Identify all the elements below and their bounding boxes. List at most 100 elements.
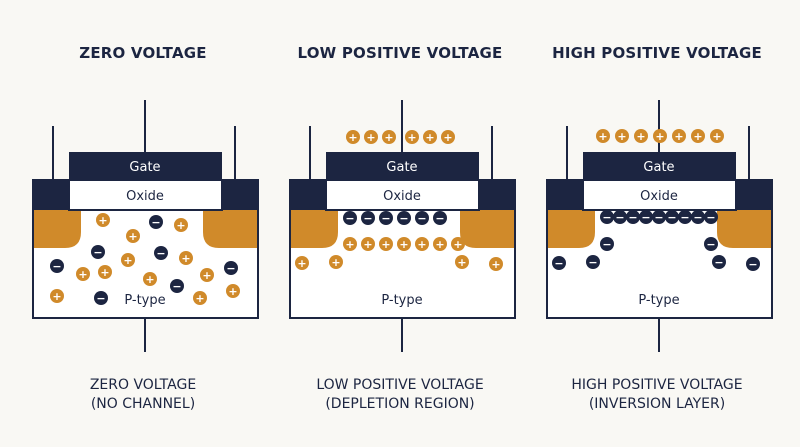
svg-text:−: − — [602, 211, 611, 224]
svg-text:+: + — [202, 269, 211, 282]
electron-charge: − — [552, 256, 566, 270]
caption-line-2: (DEPLETION REGION) — [325, 396, 475, 412]
gate — [583, 152, 736, 180]
svg-text:+: + — [195, 292, 204, 305]
drain-region — [460, 210, 514, 248]
substrate-label: P-type — [124, 293, 165, 308]
electron-charge: − — [397, 211, 411, 225]
svg-text:−: − — [641, 211, 650, 224]
hole-charge: + — [379, 237, 393, 251]
gate — [326, 152, 479, 180]
mos-diagram-low: Oxide Gate P-type + + + + + + − − − − − … — [289, 100, 516, 352]
gate-label: Gate — [129, 160, 160, 175]
svg-text:−: − — [714, 256, 723, 269]
drain-region — [717, 210, 771, 248]
svg-text:+: + — [297, 257, 306, 270]
electron-charge: − — [613, 210, 627, 224]
svg-text:+: + — [123, 254, 132, 267]
drain-contact — [222, 180, 258, 210]
hole-charge: + — [121, 253, 135, 267]
hole-charge: + — [143, 272, 157, 286]
svg-text:+: + — [453, 238, 462, 251]
svg-text:+: + — [181, 252, 190, 265]
svg-text:−: − — [156, 247, 165, 260]
panel-high-positive-voltage: HIGH POSITIVE VOLTAGE Oxide Gate P-type … — [527, 0, 787, 447]
gate-positive-charge: + — [634, 129, 648, 143]
electron-charge: − — [343, 211, 357, 225]
gate-positive-charge: + — [672, 129, 686, 143]
gate-positive-charge: + — [615, 129, 629, 143]
svg-text:+: + — [145, 273, 154, 286]
electron-charge: − — [665, 210, 679, 224]
electron-charge: − — [149, 215, 163, 229]
oxide-label: Oxide — [126, 189, 164, 204]
gate — [69, 152, 222, 180]
svg-text:+: + — [100, 266, 109, 279]
svg-text:+: + — [52, 290, 61, 303]
caption-line-2: (NO CHANNEL) — [90, 396, 196, 412]
caption-line-2: (INVERSION LAYER) — [588, 396, 726, 412]
electron-charge: − — [704, 237, 718, 251]
svg-text:+: + — [366, 131, 375, 144]
svg-text:+: + — [674, 130, 683, 143]
depletion-electrons: − − − − − − — [343, 211, 447, 225]
svg-text:−: − — [680, 211, 689, 224]
gate-label: Gate — [386, 160, 417, 175]
svg-text:−: − — [363, 212, 372, 225]
source-region — [34, 210, 81, 248]
hole-charge: + — [98, 265, 112, 279]
repelled-holes: + + + + + + + + + + + — [295, 237, 503, 271]
svg-text:−: − — [748, 258, 757, 271]
substrate-label: P-type — [638, 293, 679, 308]
svg-text:+: + — [384, 131, 393, 144]
svg-text:+: + — [712, 130, 721, 143]
gate-charges: + + + + + + + — [596, 129, 724, 143]
hole-charge: + — [455, 255, 469, 269]
source-region — [291, 210, 338, 248]
drain-contact — [736, 180, 772, 210]
svg-text:+: + — [331, 256, 340, 269]
svg-text:−: − — [96, 292, 105, 305]
gate-label: Gate — [643, 160, 674, 175]
svg-text:+: + — [363, 238, 372, 251]
hole-charge: + — [174, 218, 188, 232]
hole-charge: + — [50, 289, 64, 303]
gate-positive-charge: + — [441, 130, 455, 144]
source-region — [548, 210, 595, 248]
gate-positive-charge: + — [653, 129, 667, 143]
substrate-label: P-type — [381, 293, 422, 308]
hole-charge: + — [200, 268, 214, 282]
gate-positive-charge: + — [596, 129, 610, 143]
hole-charge: + — [329, 255, 343, 269]
electron-charge: − — [652, 210, 666, 224]
hole-charge: + — [451, 237, 465, 251]
electron-charge: − — [678, 210, 692, 224]
electron-charge: − — [361, 211, 375, 225]
panel-zero-voltage: ZERO VOLTAGE Oxide Gate P-type + − + + −… — [13, 0, 273, 447]
hole-charge: + — [179, 251, 193, 265]
electron-charge: − — [586, 255, 600, 269]
electron-charge: − — [600, 237, 614, 251]
gate-positive-charge: + — [382, 130, 396, 144]
svg-text:−: − — [693, 211, 702, 224]
svg-text:−: − — [345, 212, 354, 225]
svg-text:−: − — [706, 211, 715, 224]
electron-charge: − — [50, 259, 64, 273]
svg-text:−: − — [628, 211, 637, 224]
mos-diagram-zero: Oxide Gate P-type + − + + − + − + − − + … — [32, 100, 259, 352]
svg-text:+: + — [176, 219, 185, 232]
hole-charge: + — [193, 291, 207, 305]
oxide-layer — [582, 179, 737, 211]
electron-charge: − — [379, 211, 393, 225]
hole-charge: + — [126, 229, 140, 243]
svg-text:−: − — [435, 212, 444, 225]
hole-charge: + — [489, 257, 503, 271]
oxide-label: Oxide — [640, 189, 678, 204]
gate-positive-charge: + — [364, 130, 378, 144]
carriers: + − + + − + − + − − + + + − + + − + + — [50, 213, 240, 305]
svg-text:−: − — [93, 246, 102, 259]
hole-charge: + — [361, 237, 375, 251]
svg-text:+: + — [617, 130, 626, 143]
panel-title: LOW POSITIVE VOLTAGE — [297, 44, 503, 62]
electron-charge: − — [704, 210, 718, 224]
